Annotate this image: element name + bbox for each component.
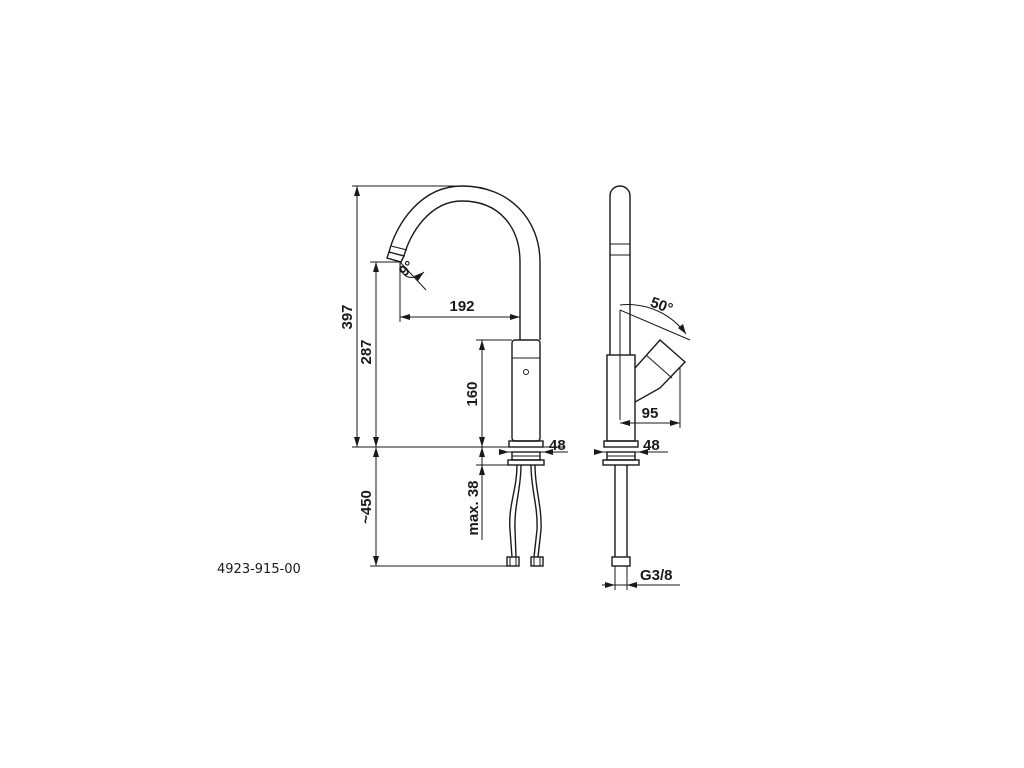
- label-50-deg: 50°: [648, 294, 675, 318]
- label-48-front: 48: [549, 437, 566, 454]
- label-g38: G3/8: [640, 567, 673, 584]
- supply-hose-left: [509, 464, 518, 558]
- mixer-body: [511, 339, 541, 442]
- label-450: ~450: [358, 490, 375, 524]
- side-spout: [609, 185, 631, 355]
- label-397: 397: [339, 304, 356, 329]
- spout-nozzle: [386, 251, 406, 263]
- drawing-number: 4923-915-00: [217, 562, 301, 577]
- label-160: 160: [464, 381, 481, 406]
- spout-outer-contour: [388, 185, 541, 340]
- label-287: 287: [358, 339, 375, 364]
- hose-connector-right: [530, 556, 544, 567]
- label-48-side: 48: [643, 437, 660, 454]
- side-base: [603, 440, 639, 448]
- side-connector: [611, 556, 631, 567]
- hose-connector-left: [506, 556, 520, 567]
- side-view: [594, 185, 691, 590]
- spout-inner-contour: [403, 200, 521, 340]
- side-body: [606, 354, 636, 442]
- label-max-38: max. 38: [465, 480, 482, 535]
- side-lever: [634, 339, 687, 403]
- label-192: 192: [449, 298, 474, 315]
- supply-hose-right: [530, 464, 538, 558]
- front-view: [352, 185, 568, 567]
- base-rosette: [508, 440, 544, 448]
- label-95: 95: [642, 405, 659, 422]
